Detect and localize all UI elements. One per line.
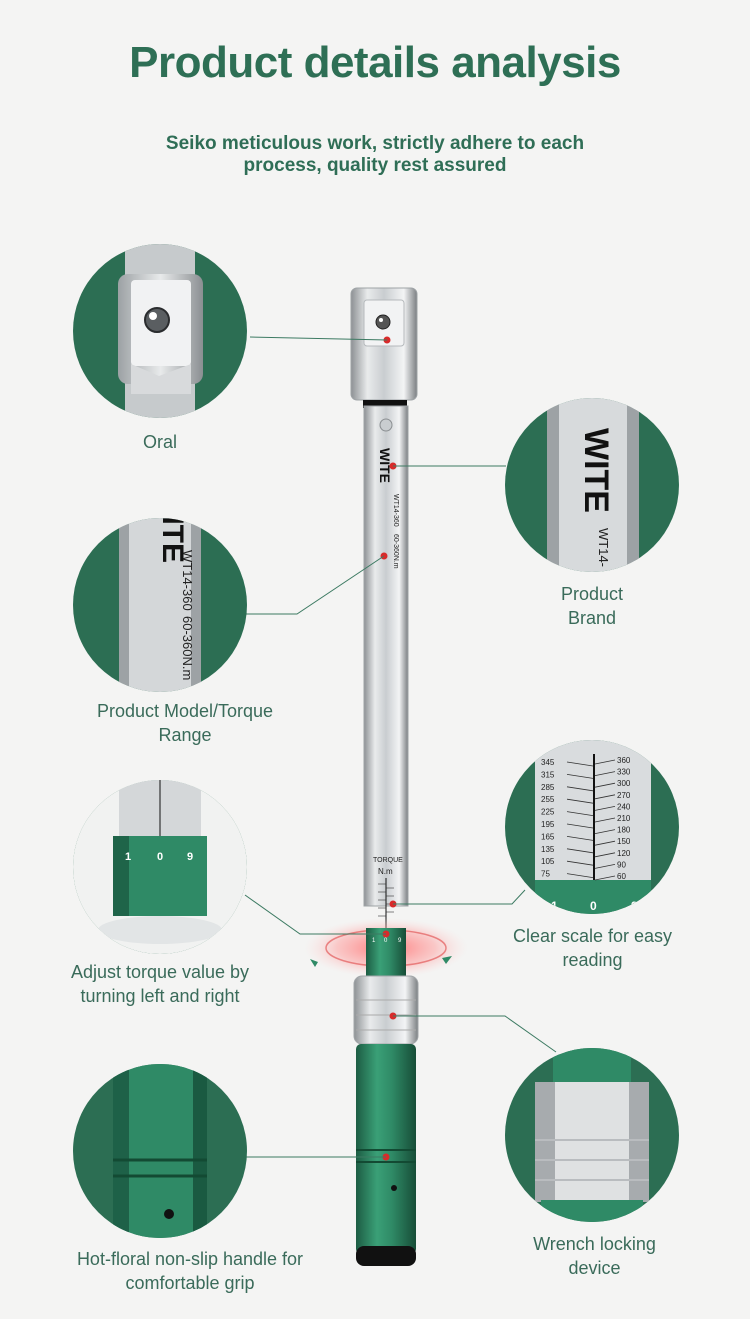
adjust-zoom-dial-right: 9 xyxy=(187,851,193,863)
scale-left-value: 315 xyxy=(541,770,555,779)
lock-detail-circle xyxy=(505,1048,679,1222)
scale-right-value: 120 xyxy=(617,849,631,858)
model-zoom-brand: WITE xyxy=(156,518,189,563)
scale-right-tick xyxy=(594,817,616,823)
adjust-zoom-dial-mid: 0 xyxy=(157,851,163,863)
svg-text:9: 9 xyxy=(398,938,402,944)
scale-left-value: 165 xyxy=(541,832,555,841)
scale-right-value: 360 xyxy=(617,756,631,765)
scale-zoom-dial-mid: 0 xyxy=(590,899,597,913)
lock-label-line-2: device xyxy=(568,1258,621,1278)
oral-detail-circle xyxy=(73,244,247,418)
shaft-brand-text: WITE xyxy=(377,448,393,483)
scale-left-tick xyxy=(566,786,594,792)
model-label-line-1: Product Model/Torque xyxy=(96,701,274,721)
shaft-torque-label: TORQUE xyxy=(373,857,403,864)
handle-label: Hot-floral non-slip handle for comfortab… xyxy=(55,1247,325,1295)
scale-detail-circle: 345 315 285 255 225 195 165 135 105 75 360 330 300 2… xyxy=(505,740,679,914)
scale-left-value: 255 xyxy=(541,795,555,804)
shaft-model-text: WT14-360 xyxy=(392,494,399,527)
scale-left-tick xyxy=(566,811,594,816)
adjust-label: Adjust torque value by turning left and … xyxy=(50,960,270,1008)
lock-label-line-1: Wrench locking xyxy=(533,1234,656,1254)
svg-text:1: 1 xyxy=(372,938,376,944)
model-detail-circle: WITE WT14-360 60-360N.m xyxy=(73,518,247,692)
scale-right-tick xyxy=(594,840,616,846)
lock-collar xyxy=(353,975,419,1045)
page-title: Product details analysis xyxy=(129,38,621,87)
scale-left-tick xyxy=(566,848,594,854)
scale-left-value: 285 xyxy=(541,783,555,792)
page-subtitle: Seiko meticulous work, strictly adhere t… xyxy=(0,133,750,177)
scale-left-value: 345 xyxy=(541,758,555,767)
scale-right-value: 240 xyxy=(617,802,631,811)
model-label-line-2: Range xyxy=(158,725,212,745)
scale-right-value: 90 xyxy=(617,860,626,869)
scale-left-value: 195 xyxy=(541,820,555,829)
brand-zoom-text: WITE xyxy=(577,428,615,513)
scale-right-value: 270 xyxy=(617,791,631,800)
handle-detail-circle xyxy=(73,1064,247,1238)
scale-left-value: 75 xyxy=(541,870,550,879)
scale-left-tick xyxy=(566,836,594,841)
model-zoom-model: WT14-360 xyxy=(180,550,195,611)
handle-label-line-2: comfortable grip xyxy=(125,1273,255,1293)
wrench-shaft xyxy=(363,405,409,907)
scale-right-tick xyxy=(594,875,616,881)
scale-left-tick xyxy=(566,798,594,804)
shaft-range-text: 60-360N.m xyxy=(392,534,399,569)
scale-right-value: 210 xyxy=(617,814,631,823)
scale-right-tick xyxy=(594,806,616,811)
scale-right-tick xyxy=(594,771,616,776)
scale-left-tick xyxy=(566,823,594,829)
model-label: Product Model/Torque Range xyxy=(60,699,310,747)
scale-left-tick xyxy=(566,873,594,878)
scale-right-value: 180 xyxy=(617,826,631,835)
scale-right-tick xyxy=(594,852,616,858)
scale-left-value: 225 xyxy=(541,808,555,817)
brand-detail-circle: WITE WT14- xyxy=(505,398,679,572)
shaft-unit-label: N.m xyxy=(378,867,393,876)
scale-left-value: 135 xyxy=(541,845,555,854)
adjust-detail-circle: 1 0 9 xyxy=(73,780,247,954)
scale-right-tick xyxy=(594,829,616,834)
adjust-label-line-1: Adjust torque value by xyxy=(70,962,250,982)
scale-label: Clear scale for easy reading xyxy=(490,924,695,972)
adjust-label-line-2: turning left and right xyxy=(80,986,240,1006)
adjust-zoom-dial-left: 1 xyxy=(125,851,131,863)
handle-label-line-1: Hot-floral non-slip handle for xyxy=(76,1249,304,1269)
scale-right-value: 150 xyxy=(617,837,631,846)
scale-right-tick xyxy=(594,759,616,765)
scale-right-tick xyxy=(594,782,616,788)
scale-left-tick xyxy=(566,860,594,866)
oral-label: Oral xyxy=(142,432,177,452)
scale-label-line-1: Clear scale for easy xyxy=(512,926,673,946)
scale-right-value: 300 xyxy=(617,779,631,788)
brand-label: Product Brand xyxy=(492,582,692,630)
brand-label-line-1: Product xyxy=(560,584,624,604)
brand-zoom-model: WT14- xyxy=(596,528,611,567)
lock-label: Wrench locking device xyxy=(492,1232,697,1280)
subtitle-line-1: Seiko meticulous work, strictly adhere t… xyxy=(165,133,585,154)
subtitle-line-2: process, quality rest assured xyxy=(243,155,507,176)
scale-right-tick xyxy=(594,864,616,869)
brand-label-line-2: Brand xyxy=(567,608,617,628)
scale-left-tick xyxy=(566,761,594,767)
model-zoom-range: 60-360N.m xyxy=(180,616,195,680)
scale-right-value: 60 xyxy=(617,872,626,881)
scale-left-tick xyxy=(566,774,594,779)
scale-right-tick xyxy=(594,794,616,800)
scale-label-line-2: reading xyxy=(562,950,623,970)
scale-left-value: 105 xyxy=(541,857,555,866)
scale-right-value: 330 xyxy=(617,768,631,777)
svg-text:0: 0 xyxy=(384,938,388,944)
